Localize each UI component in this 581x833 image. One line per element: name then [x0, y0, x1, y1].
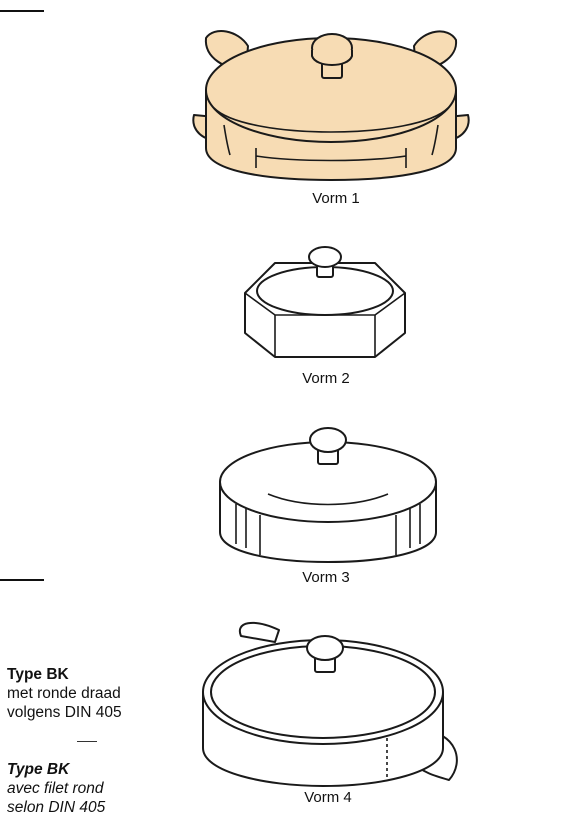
side-note-dutch-line-1: met ronde draad [7, 685, 121, 702]
cap-vorm-1-drawing [192, 30, 470, 181]
caption-vorm-4: Vorm 4 [304, 789, 352, 806]
side-note-french-title: Type BK [7, 761, 70, 778]
middle-rule [0, 579, 44, 581]
caption-vorm-2: Vorm 2 [302, 370, 350, 387]
cap-vorm-2-drawing [244, 246, 406, 358]
side-note-dutch-title: Type BK [7, 666, 69, 683]
side-note-separator [77, 741, 97, 742]
cap-vorm-3-figure [212, 420, 444, 570]
top-rule [0, 10, 44, 12]
side-note-french: Type BK avec filet rond selon DIN 405 [7, 760, 105, 817]
side-note-dutch-line-2: volgens DIN 405 [7, 704, 122, 721]
cap-vorm-4-drawing [202, 621, 458, 787]
caption-vorm-3: Vorm 3 [302, 569, 350, 586]
side-note-french-line-1: avec filet rond [7, 780, 104, 797]
side-note-dutch: Type BK met ronde draad volgens DIN 405 [7, 665, 122, 722]
side-note-french-line-2: selon DIN 405 [7, 799, 106, 816]
cap-vorm-3-drawing [219, 427, 437, 563]
caption-vorm-1: Vorm 1 [312, 190, 360, 207]
cap-vorm-1-figure [186, 20, 476, 190]
cap-vorm-4-figure [195, 612, 467, 792]
cap-vorm-2-figure [235, 245, 415, 365]
